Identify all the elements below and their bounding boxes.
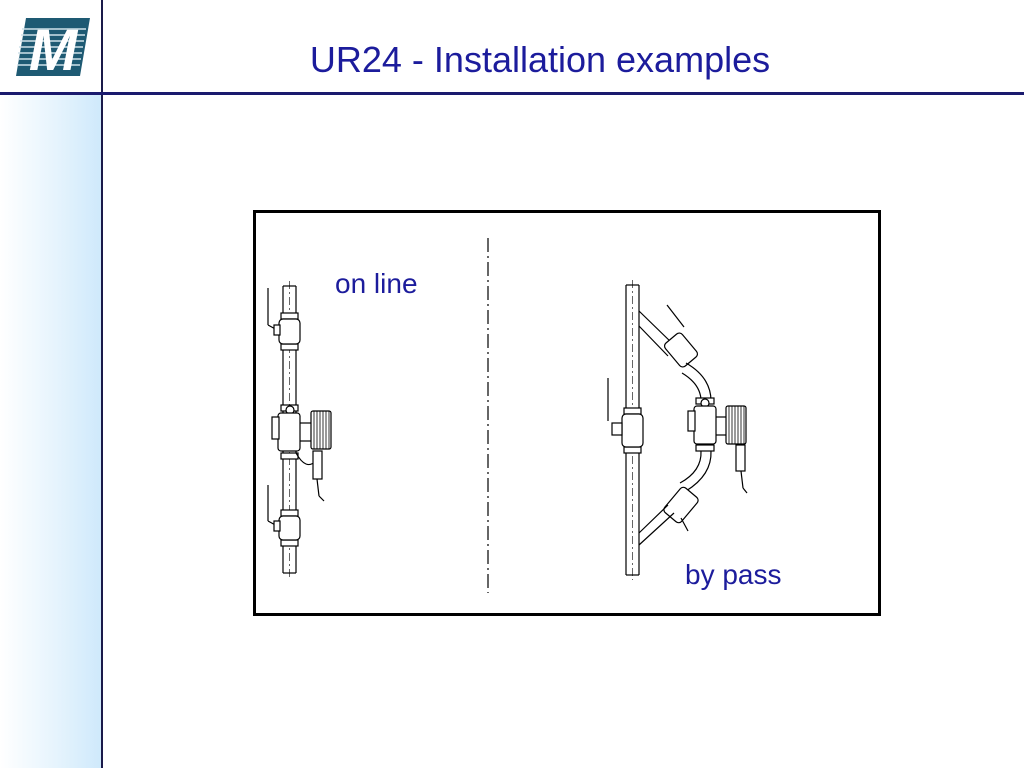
installation-diagram-frame: on line by pass — [253, 210, 881, 616]
slide-title: UR24 - Installation examples — [309, 39, 771, 80]
sidebar-gradient — [0, 95, 101, 768]
header-rule — [0, 92, 1024, 95]
logo-letter: M — [29, 18, 79, 78]
bypass-installation — [607, 280, 748, 580]
vertical-rule — [101, 0, 103, 768]
on-line-label: on line — [335, 268, 418, 299]
online-installation — [267, 281, 332, 578]
by-pass-label: by pass — [685, 559, 782, 590]
company-logo: M — [16, 18, 90, 78]
installation-diagram — [267, 238, 748, 593]
